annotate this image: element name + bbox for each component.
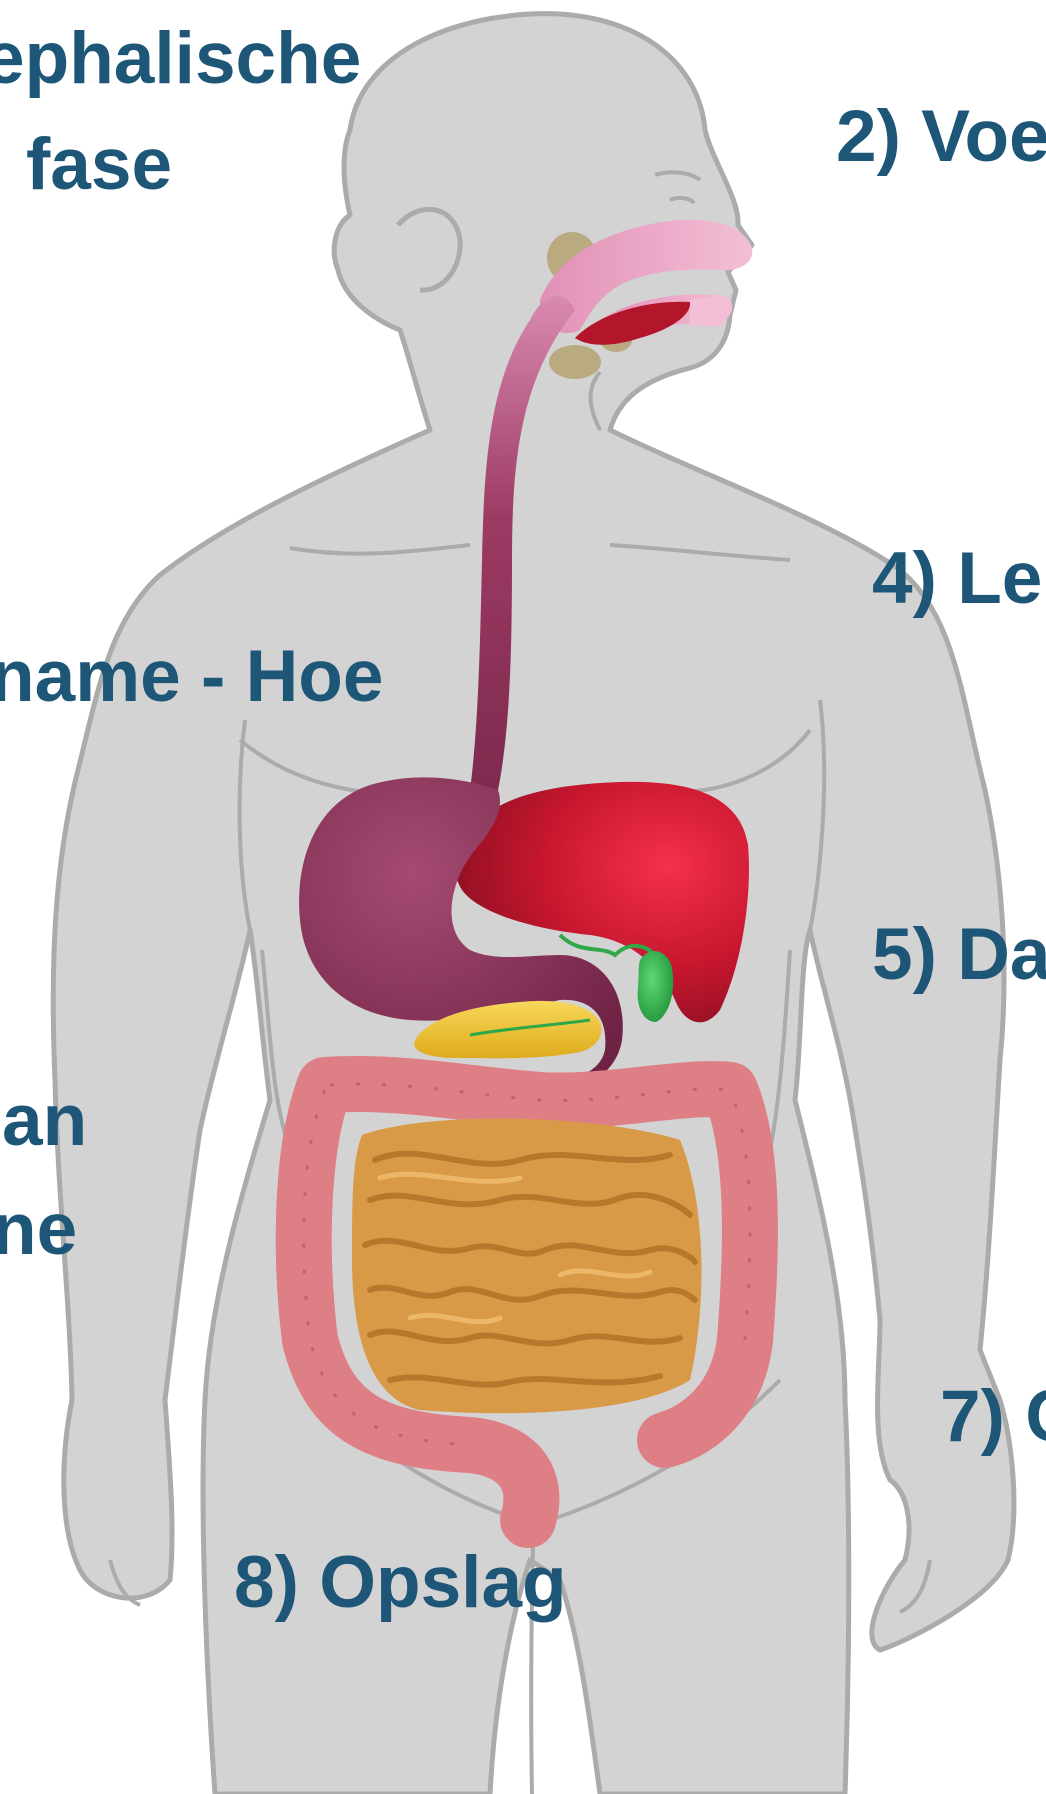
label-opslag: 8) Opslag bbox=[234, 1546, 567, 1619]
label-lever: 4) Le bbox=[872, 542, 1042, 615]
label-cephalische-line1: ephalische bbox=[0, 22, 361, 95]
label-cephalische-line2: fase bbox=[26, 128, 172, 201]
label-voedsel: 2) Voe bbox=[836, 100, 1046, 173]
label-aan-line2: ne bbox=[0, 1193, 77, 1266]
label-darm: 5) Da bbox=[872, 918, 1046, 991]
label-inname: name - Hoe bbox=[0, 640, 383, 713]
small-intestine bbox=[352, 1119, 701, 1414]
label-aan-line1: an bbox=[2, 1084, 87, 1157]
label-step7: 7) C bbox=[940, 1380, 1046, 1453]
